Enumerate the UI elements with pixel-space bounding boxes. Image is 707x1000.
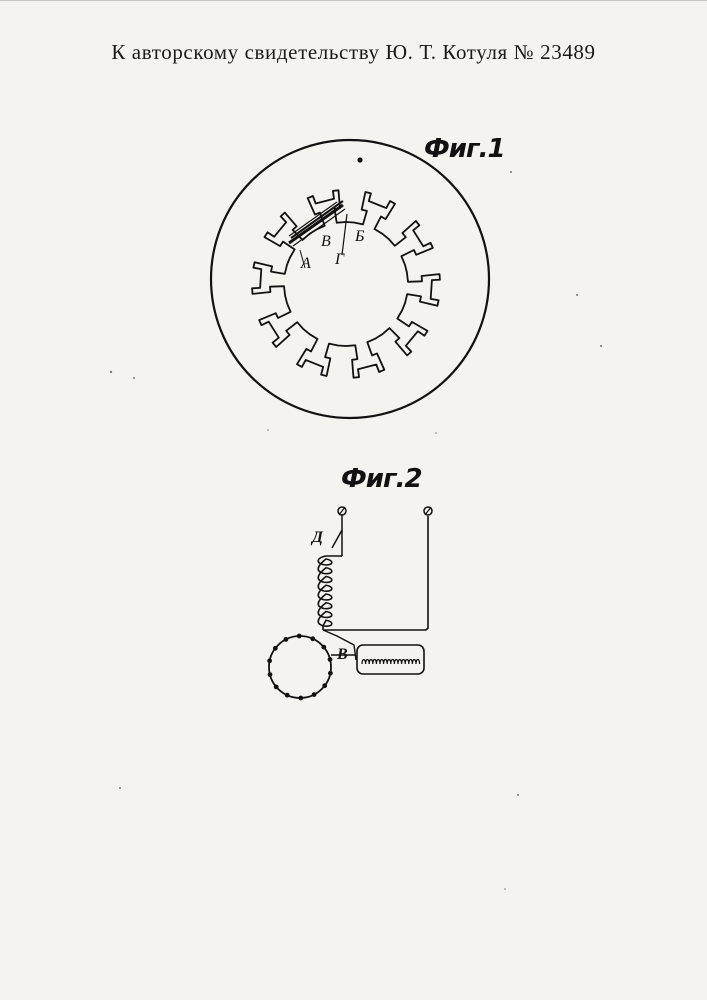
terminal-right (424, 507, 432, 515)
label-g: Г (334, 251, 345, 268)
coil-d-spring (318, 556, 332, 626)
label-v: В (321, 233, 331, 250)
ring-armature (269, 636, 331, 698)
ring-dot (285, 693, 290, 698)
figure-1: А В Б Г (211, 140, 489, 418)
ring-dot (312, 692, 317, 697)
label-v-fig2: В (336, 646, 348, 663)
ring-dot (298, 696, 303, 701)
paper-specks (110, 171, 602, 890)
ring-dot (284, 637, 289, 642)
label-d: Д (310, 529, 324, 546)
ring-dot (268, 672, 273, 677)
leader-line-g (342, 214, 347, 255)
label-b: Б (354, 228, 365, 245)
ring-dot (297, 634, 302, 639)
wire-return-loop (323, 516, 428, 630)
ring-dot (310, 636, 315, 641)
ring-dot (328, 657, 333, 662)
label-a: А (300, 255, 311, 272)
ring-dot (267, 658, 272, 663)
ring-contact-dots (267, 634, 333, 701)
ring-dot (274, 685, 279, 690)
stator-outer-circle (211, 140, 489, 418)
wire-d-contact (332, 515, 342, 548)
ring-dot (273, 646, 278, 651)
ring-dot (328, 671, 333, 676)
coil-v-winding (362, 660, 420, 665)
figure-2: Д В (267, 507, 432, 700)
ring-dot (322, 683, 327, 688)
ring-dot (321, 645, 326, 650)
center-mark-dot (357, 157, 362, 162)
terminal-left (338, 507, 346, 515)
